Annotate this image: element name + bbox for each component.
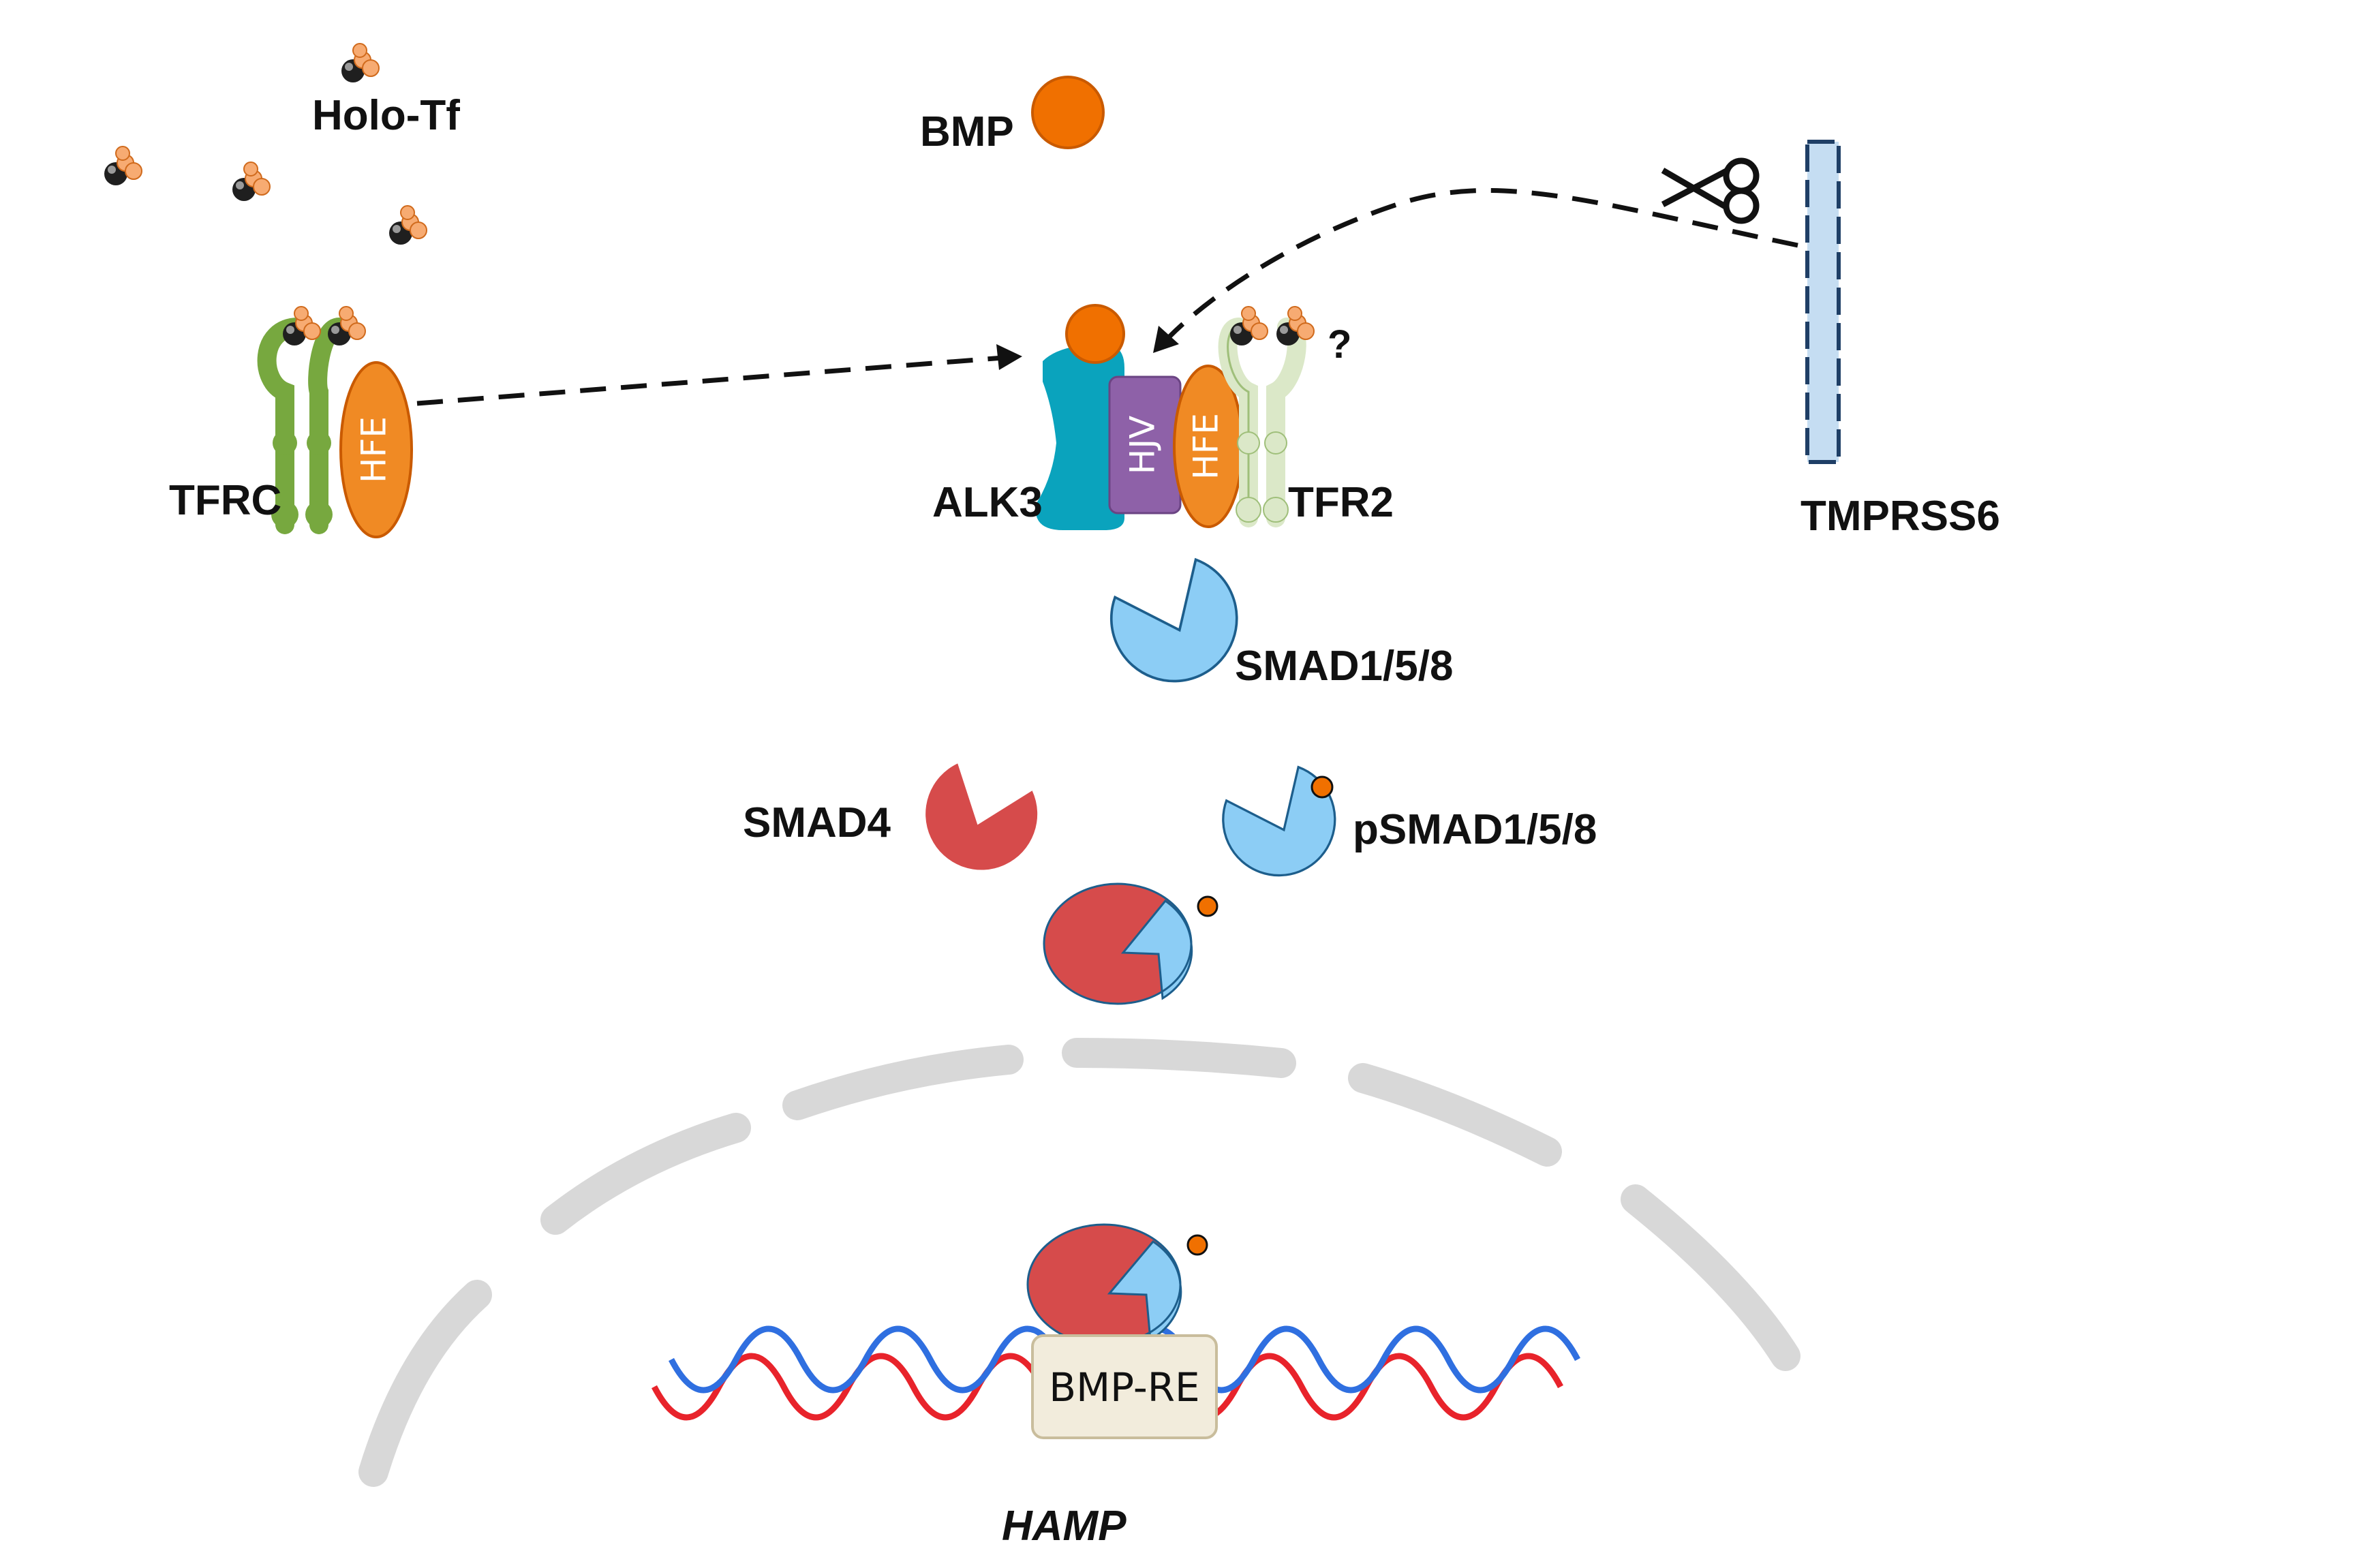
hjv-label: HJV [1123, 416, 1163, 475]
holo-transferrin-icon [104, 146, 142, 186]
tmprss6-protease [1805, 140, 1841, 464]
smad4-label: SMAD4 [743, 799, 891, 846]
tfr2-label: TFR2 [1288, 479, 1394, 526]
hfe-protein-left: HFE [339, 361, 413, 538]
hjv-protein: HJV [1108, 375, 1182, 514]
hamp-label: HAMP [1002, 1503, 1127, 1550]
scissors-icon [1661, 157, 1760, 224]
tmprss6-label: TMPRSS6 [1800, 493, 2000, 540]
hfe-right-label: HFE [1186, 413, 1226, 480]
smad4-protein [910, 758, 1047, 886]
alk3-receptor [1035, 304, 1125, 530]
holo-transferrin-icon [282, 306, 321, 346]
psmad158-label: pSMAD1/5/8 [1353, 806, 1597, 853]
tfr2-receptor [1218, 306, 1315, 527]
bmp-label: BMP [920, 108, 1014, 155]
bmp-ligand [1031, 76, 1105, 149]
smad-complex-nucleus [1026, 1223, 1208, 1346]
question-mark-label: ? [1328, 322, 1351, 367]
hfe-to-complex-arrow [416, 344, 1022, 406]
holo-tf-label: Holo-Tf [312, 92, 460, 139]
hfe-left-label: HFE [354, 416, 394, 483]
bmp-re-box: BMP-RE [1031, 1334, 1218, 1439]
nuclear-envelope [358, 1038, 1800, 1487]
tfrc-label: TFRC [169, 477, 281, 524]
holo-transferrin-icon [1229, 306, 1268, 346]
holo-transferrin-group [104, 43, 427, 245]
psmad158-protein [1210, 758, 1355, 895]
phosphate-icon [1311, 775, 1334, 799]
smad158-label: SMAD1/5/8 [1235, 643, 1453, 690]
bmp-bound-ligand [1065, 304, 1125, 364]
holo-transferrin-icon [1276, 306, 1315, 346]
bmp-re-label: BMP-RE [1049, 1364, 1199, 1411]
holo-transferrin-icon [341, 43, 380, 83]
holo-transferrin-icon [388, 205, 427, 245]
tmprss6-cleavage-arrow [1153, 188, 1798, 353]
holo-transferrin-icon [327, 306, 366, 346]
phosphate-icon [1197, 895, 1219, 917]
phosphate-icon [1186, 1234, 1208, 1256]
tfrc-receptor [257, 306, 366, 534]
smad-complex-cytoplasm [1043, 882, 1219, 1005]
smad158-protein [1097, 551, 1259, 703]
alk3-label: ALK3 [932, 479, 1043, 526]
holo-transferrin-icon [232, 162, 271, 202]
